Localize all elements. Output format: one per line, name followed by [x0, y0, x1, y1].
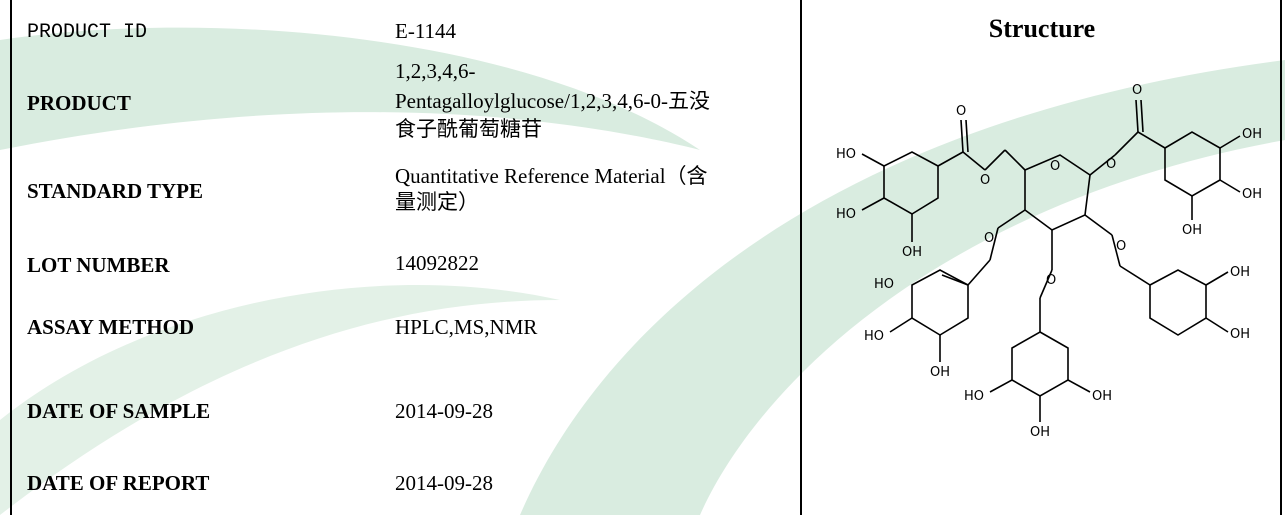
- product-id-value: E-1144: [395, 19, 457, 43]
- atom-label: HO: [874, 277, 894, 292]
- chemical-structure-diagram: O O O O O HO HO OH OH OH OH O O O HO HO …: [836, 83, 1262, 440]
- atom-label: HO: [836, 207, 856, 222]
- atom-label: OH: [1242, 187, 1262, 202]
- atom-label: OH: [930, 365, 950, 380]
- structure-title: Structure: [988, 14, 1096, 43]
- lot-number-value: 14092822: [395, 251, 479, 275]
- standard-type-label: STANDARD TYPE: [27, 179, 203, 203]
- date-of-report-label: DATE OF REPORT: [27, 471, 210, 495]
- atom-label: OH: [1030, 425, 1050, 440]
- product-label: PRODUCT: [27, 91, 131, 115]
- date-of-sample-value: 2014-09-28: [395, 399, 493, 423]
- report-frame: [10, 0, 1282, 515]
- atom-label: HO: [864, 329, 884, 344]
- atom-label: HO: [964, 389, 984, 404]
- atom-label: O: [980, 173, 990, 188]
- product-id-label: PRODUCT ID: [27, 21, 148, 44]
- date-of-sample-label: DATE OF SAMPLE: [27, 399, 211, 423]
- assay-method-value: HPLC,MS,NMR: [395, 315, 538, 339]
- standard-type-value-line: Quantitative Reference Material（含: [395, 164, 708, 188]
- atom-label: O: [1132, 83, 1142, 98]
- atom-label: O: [1106, 157, 1116, 172]
- atom-label: HO: [836, 147, 856, 162]
- atom-label: OH: [1242, 127, 1262, 142]
- atom-label: OH: [1182, 223, 1202, 238]
- atom-label: O: [1046, 273, 1056, 288]
- date-of-report-value: 2014-09-28: [395, 471, 493, 495]
- atom-label: OH: [902, 245, 922, 260]
- product-value-line: Pentagalloylglucose/1,2,3,4,6-0-五没: [395, 89, 710, 113]
- lot-number-label: LOT NUMBER: [27, 253, 170, 277]
- product-value-line: 食子酰葡萄糖苷: [395, 117, 542, 141]
- atom-label: O: [956, 104, 966, 119]
- atom-label: OH: [1230, 265, 1250, 280]
- assay-method-label: ASSAY METHOD: [27, 315, 195, 339]
- atom-label: OH: [1230, 327, 1250, 342]
- atom-label: O: [1116, 239, 1126, 254]
- atom-label: OH: [1092, 389, 1112, 404]
- product-value-line: 1,2,3,4,6-: [395, 59, 476, 83]
- atom-label: O: [1050, 159, 1060, 174]
- product-value: 1,2,3,4,6- Pentagalloylglucose/1,2,3,4,6…: [395, 58, 800, 142]
- standard-type-value: Quantitative Reference Material（含 量测定）: [395, 163, 800, 215]
- column-divider: [800, 0, 802, 515]
- standard-type-value-line: 量测定）: [395, 190, 479, 214]
- atom-label: O: [984, 231, 994, 246]
